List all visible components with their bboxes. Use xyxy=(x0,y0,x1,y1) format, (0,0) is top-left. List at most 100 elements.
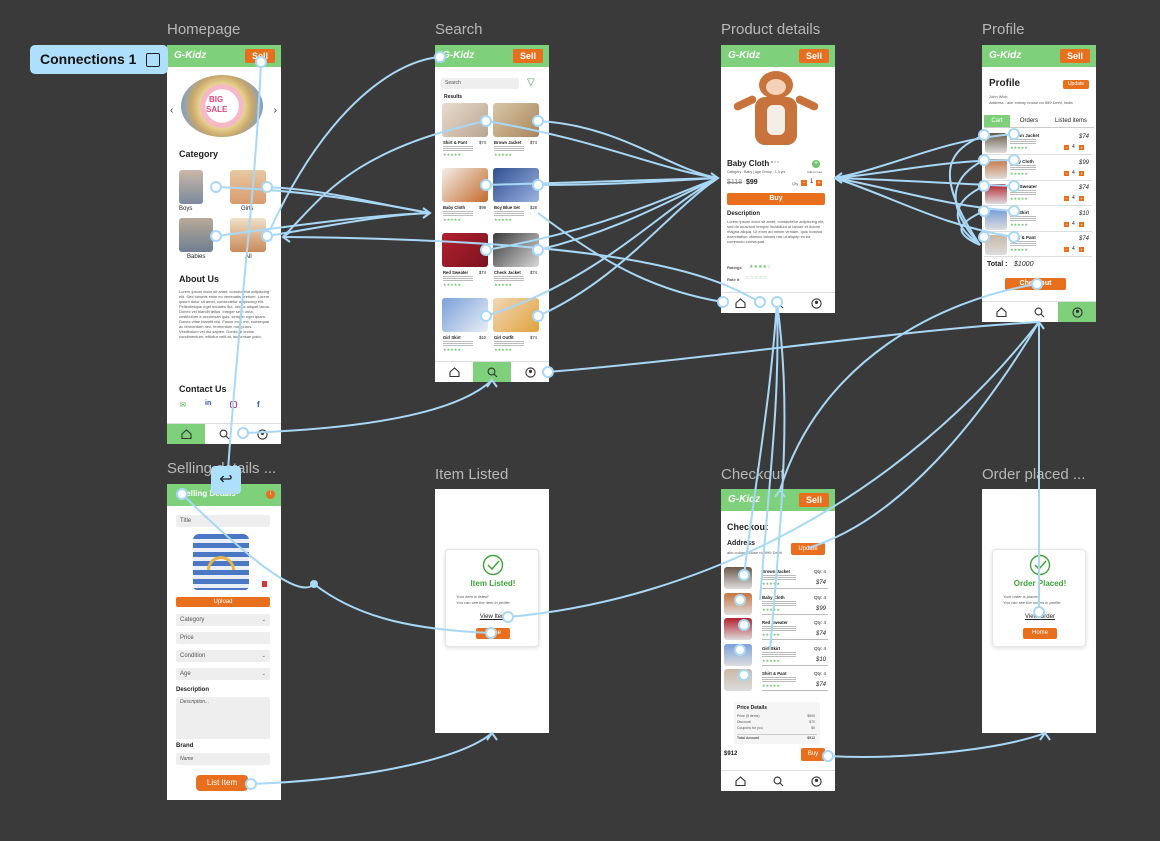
instagram-icon[interactable] xyxy=(230,401,237,408)
delete-image-icon[interactable] xyxy=(262,581,267,587)
nav-home[interactable] xyxy=(721,771,759,791)
carousel-next-icon[interactable]: › xyxy=(273,105,277,116)
buy-button[interactable]: Buy xyxy=(727,193,825,205)
upload-button[interactable]: Upload xyxy=(176,597,270,607)
search-input[interactable]: Search xyxy=(441,78,519,89)
linkedin-icon[interactable]: in xyxy=(205,400,212,407)
rate-stars-input[interactable]: ☆☆☆☆☆ xyxy=(745,275,768,281)
product-thumbnail[interactable] xyxy=(493,103,539,137)
qty-increase-button[interactable]: + xyxy=(1079,170,1084,176)
nav-search[interactable] xyxy=(759,771,797,791)
sell-button[interactable]: Sell xyxy=(799,49,829,63)
cart-item-thumbnail[interactable] xyxy=(985,158,1007,179)
checkout-button[interactable]: Checkout xyxy=(1005,278,1066,290)
price-input[interactable]: Price xyxy=(176,632,270,644)
cart-item-thumbnail[interactable] xyxy=(985,133,1007,153)
cart-item[interactable]: Baby Cloth ★★★★★ $99 − 4 + xyxy=(984,157,1092,181)
home-button[interactable]: Home xyxy=(1023,628,1057,639)
title-input[interactable]: Title xyxy=(176,515,270,527)
play-flow-icon[interactable] xyxy=(146,53,160,67)
qty-increase-button[interactable]: + xyxy=(816,180,822,186)
checkout-item-thumbnail[interactable] xyxy=(724,643,752,666)
product-thumbnail[interactable] xyxy=(442,103,488,137)
tab-orders[interactable]: Orders xyxy=(1019,118,1039,124)
condition-select[interactable]: Condition⌄ xyxy=(176,650,270,662)
product-thumbnail[interactable] xyxy=(493,298,539,332)
cart-item-thumbnail[interactable] xyxy=(985,235,1007,255)
checkout-item[interactable]: Shirt & Pant ★★★★★ Qty: 4 $74 xyxy=(724,668,830,692)
checkout-item[interactable]: Baby Cloth ★★★★★ Qty: 4 $99 xyxy=(724,592,830,616)
checkout-item-thumbnail[interactable] xyxy=(724,592,752,615)
sell-button[interactable]: Sell xyxy=(799,493,829,507)
category-girls-image[interactable] xyxy=(230,170,266,204)
category-babies-image[interactable] xyxy=(179,218,213,252)
checkout-item[interactable]: Girl Skirt ★★★★★ Qty: 4 $10 xyxy=(724,643,830,667)
qty-increase-button[interactable]: + xyxy=(1079,221,1084,227)
qty-decrease-button[interactable]: − xyxy=(1064,145,1069,150)
qty-increase-button[interactable]: + xyxy=(1079,145,1084,150)
sale-banner[interactable]: BIG SALE xyxy=(181,75,263,137)
nav-profile[interactable] xyxy=(797,293,835,313)
update-profile-button[interactable]: Update xyxy=(1063,80,1089,89)
description-textarea[interactable]: Description... xyxy=(176,697,270,739)
carousel-prev-icon[interactable]: ‹ xyxy=(170,105,174,116)
home-button[interactable]: Home xyxy=(476,628,510,639)
tab-cart[interactable]: Cart xyxy=(984,115,1010,127)
nav-search[interactable] xyxy=(1020,302,1058,322)
checkout-item-thumbnail[interactable] xyxy=(724,618,752,640)
sell-button[interactable]: Sell xyxy=(245,49,275,63)
uploaded-image[interactable] xyxy=(193,534,249,590)
product-thumbnail[interactable] xyxy=(493,168,539,202)
qty-decrease-button[interactable]: − xyxy=(1064,221,1069,227)
product-thumbnail[interactable] xyxy=(493,233,539,267)
nav-home[interactable] xyxy=(982,302,1020,322)
qty-decrease-button[interactable]: − xyxy=(1064,196,1069,201)
cart-item[interactable]: Brown Jacket ★★★★★ $74 − 4 + xyxy=(984,131,1092,155)
facebook-icon[interactable]: f xyxy=(257,400,260,409)
qty-decrease-button[interactable]: − xyxy=(1064,247,1069,252)
nav-search[interactable] xyxy=(759,293,797,313)
product-card[interactable]: Check Jacket $74 ★★★★★ xyxy=(493,233,539,293)
product-thumbnail[interactable] xyxy=(442,233,488,267)
age-select[interactable]: Age⌄ xyxy=(176,668,270,680)
cart-item[interactable]: Shirt & Pant ★★★★★ $74 − 4 + xyxy=(984,233,1092,257)
checkout-item[interactable]: Red Sweater ★★★★★ Qty: 4 $74 xyxy=(724,617,830,641)
nav-profile[interactable] xyxy=(511,362,549,382)
product-card[interactable]: Baby Cloth $99 ★★★★★ xyxy=(442,168,488,228)
back-action-chip[interactable]: ↩ xyxy=(211,466,241,494)
view-item-link[interactable]: View Item xyxy=(479,614,507,620)
product-card[interactable]: Girl Outfit $74 ★★★★★ xyxy=(493,298,539,358)
info-icon[interactable]: i xyxy=(266,490,275,499)
product-card[interactable]: Shirt & Pant $74 ★★★★★ xyxy=(442,103,488,163)
nav-home[interactable] xyxy=(167,424,205,444)
mail-icon[interactable]: ✉ xyxy=(180,402,186,409)
tab-listed-items[interactable]: Listed items xyxy=(1054,118,1087,124)
product-card[interactable]: Girl Skirt $10 ★★★★★ xyxy=(442,298,488,358)
cart-item-thumbnail[interactable] xyxy=(985,209,1007,230)
product-image[interactable] xyxy=(721,67,835,163)
view-order-link[interactable]: View Order xyxy=(1025,614,1055,620)
nav-home[interactable] xyxy=(721,293,759,313)
product-thumbnail[interactable] xyxy=(442,298,488,332)
sell-button[interactable]: Sell xyxy=(1060,49,1090,63)
product-card[interactable]: Red Sweater $74 ★★★★★ xyxy=(442,233,488,293)
nav-profile[interactable] xyxy=(797,771,835,791)
qty-decrease-button[interactable]: − xyxy=(801,180,807,186)
sell-button[interactable]: Sell xyxy=(513,49,543,63)
buy-button[interactable]: Buy xyxy=(801,748,825,761)
add-to-cart-icon[interactable]: + xyxy=(812,160,820,168)
filter-icon[interactable]: ▽ xyxy=(527,77,535,88)
product-card[interactable]: Brown Jacket $74 ★★★★★ xyxy=(493,103,539,163)
category-all-image[interactable] xyxy=(230,218,266,252)
checkout-item-thumbnail[interactable] xyxy=(724,669,752,691)
update-address-button[interactable]: Update xyxy=(791,543,825,555)
checkout-item[interactable]: Brown Jacket ★★★★★ Qty: 4 $74 xyxy=(724,566,830,590)
cart-item[interactable]: Girl Skirt ★★★★★ $10 − 4 + xyxy=(984,208,1092,232)
checkout-item-thumbnail[interactable] xyxy=(724,567,752,589)
qty-increase-button[interactable]: + xyxy=(1079,196,1084,201)
nav-profile[interactable] xyxy=(1058,302,1096,322)
nav-profile[interactable] xyxy=(243,424,281,444)
connections-flow-chip[interactable]: Connections 1 xyxy=(30,45,168,74)
product-thumbnail[interactable] xyxy=(442,168,488,202)
qty-increase-button[interactable]: + xyxy=(1079,247,1084,252)
